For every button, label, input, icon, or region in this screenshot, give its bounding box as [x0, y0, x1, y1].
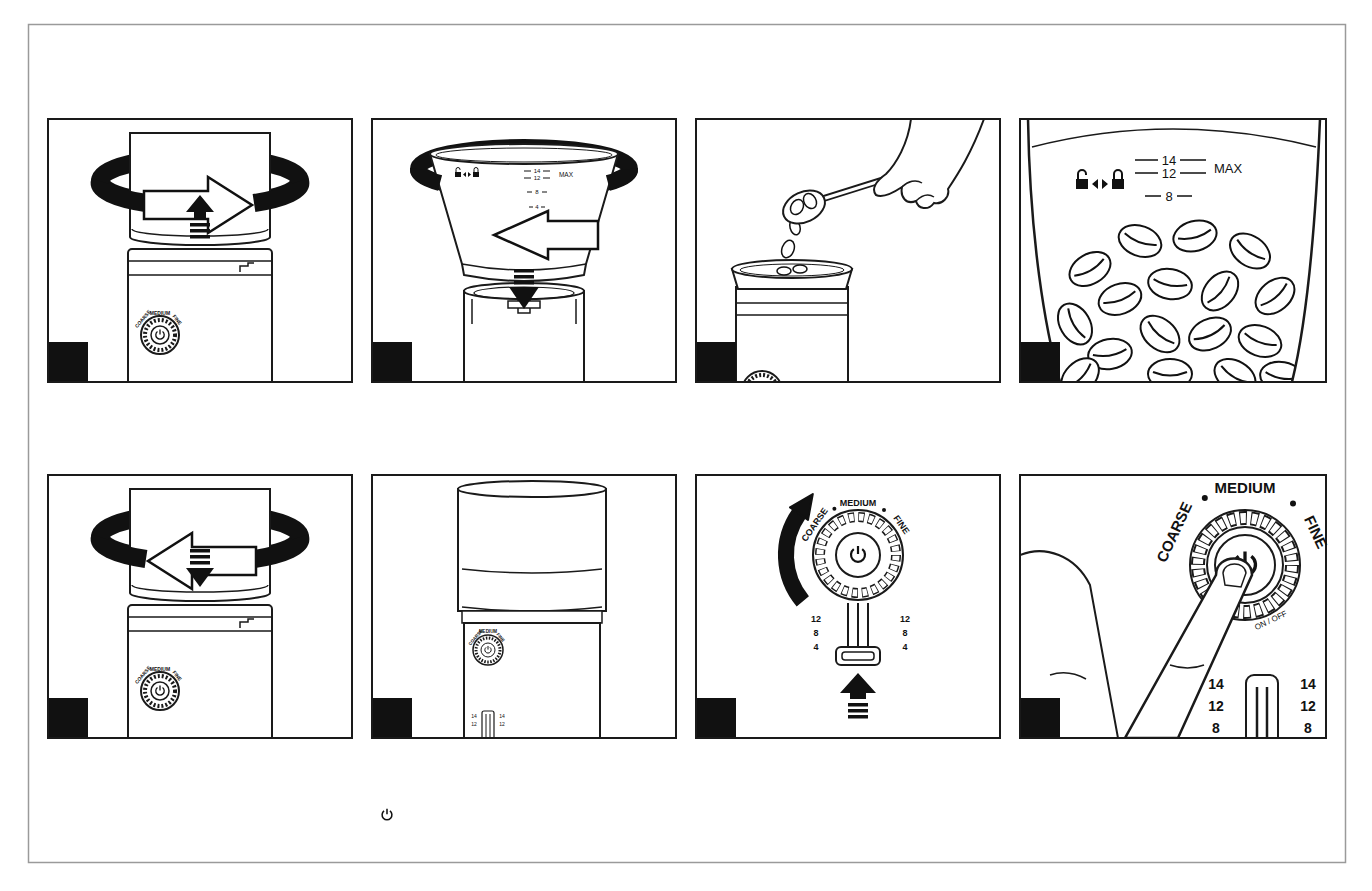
- illustration-label: 14: [499, 714, 505, 719]
- step-bean-level: [1020, 119, 1326, 382]
- illustration-label: 14: [1208, 677, 1224, 691]
- illustration-label: 14: [1300, 677, 1316, 691]
- step-assembled: [372, 481, 606, 738]
- step-press-on: [1020, 495, 1300, 738]
- step-remove-lid: [48, 133, 300, 382]
- illustration-label: FINE: [171, 670, 182, 682]
- illustration-label: FINE: [495, 633, 505, 644]
- illustration-label: 14: [534, 168, 541, 174]
- illustration-label: 12: [811, 615, 821, 624]
- illustration-label: COARSE: [134, 309, 152, 329]
- illustration-label: 12: [900, 615, 910, 624]
- illustration-label: 8: [813, 629, 818, 638]
- illustration-label: 8: [1304, 721, 1312, 735]
- illustration-label: FINE: [171, 314, 182, 326]
- illustration-label: COARSE: [134, 665, 152, 685]
- illustration-label: MEDIUM: [150, 667, 170, 672]
- illustration-label: MAX: [1214, 162, 1242, 175]
- illustration-label: 14: [471, 714, 477, 719]
- page-frame: [29, 25, 1346, 863]
- illustration-label: 8: [1165, 190, 1172, 203]
- illustration-label: MEDIUM: [1215, 480, 1276, 495]
- illustration-label: 14: [1162, 154, 1176, 167]
- illustration-label: 4: [902, 643, 907, 652]
- illustration-label: 4: [813, 643, 818, 652]
- illustration-label: COARSE: [1154, 500, 1195, 565]
- illustration-label: FINE: [1302, 513, 1330, 550]
- illustration-label: 12: [1162, 167, 1176, 180]
- step-replace-lid: [48, 489, 300, 738]
- illustration-label: ON / OFF: [1254, 610, 1289, 632]
- step-add-beans: [696, 119, 984, 382]
- illustration-label: 12: [1208, 699, 1224, 713]
- illustration-label: FINE: [891, 514, 910, 536]
- illustration-label: MEDIUM: [840, 499, 877, 508]
- step-set-grind: [696, 494, 903, 738]
- illustration-label: 12: [499, 722, 505, 727]
- illustration-label: COARSE: [800, 507, 829, 544]
- illustration-label: 12: [534, 175, 541, 181]
- illustration-label: 8: [902, 629, 907, 638]
- illustration-label: 4: [535, 204, 538, 210]
- panel-frames: [48, 119, 1326, 738]
- illustration-label: 12: [1300, 699, 1316, 713]
- illustration-label: 8: [1212, 721, 1220, 735]
- illustration-label: MEDIUM: [479, 630, 497, 635]
- step-fit-cup: [372, 144, 630, 382]
- illustration-label: 8: [535, 189, 538, 195]
- illustration-label: MEDIUM: [150, 311, 170, 316]
- power-symbol: [382, 809, 392, 820]
- illustration-label: 12: [471, 722, 477, 727]
- illustration-label: MAX: [559, 172, 573, 179]
